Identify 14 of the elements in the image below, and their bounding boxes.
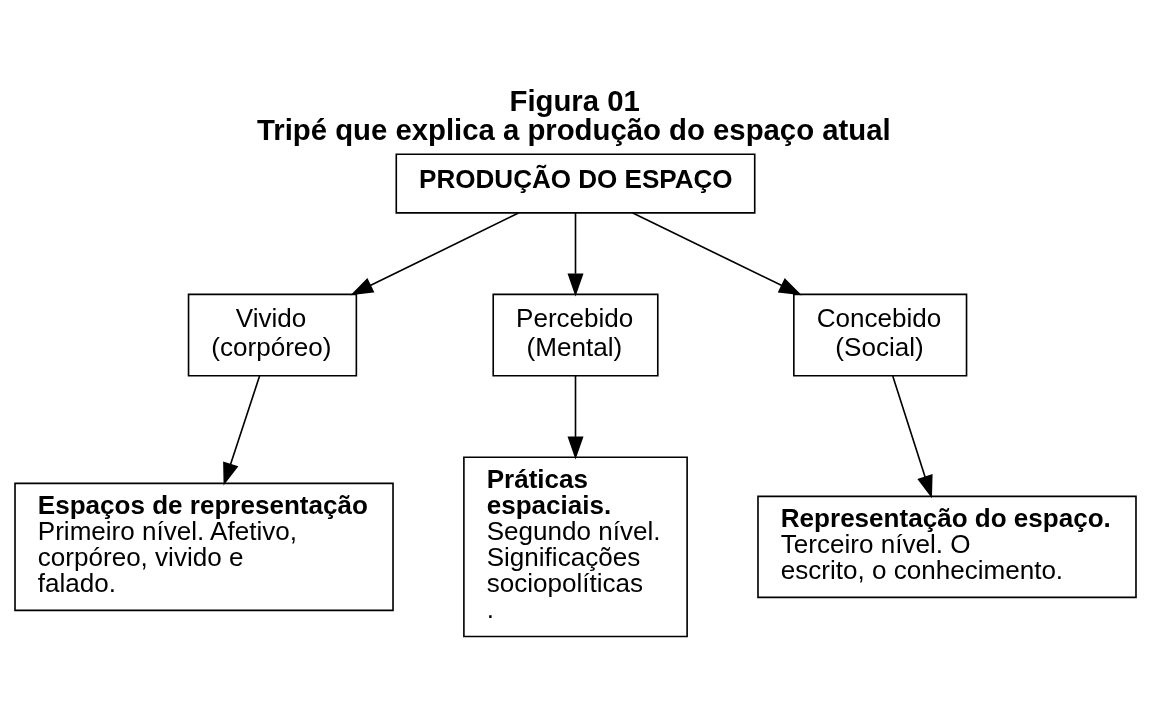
node-box: Práticas espaciais. Segundo nível. Significações sociopolíticas. (463, 456, 688, 638)
arrow (350, 212, 520, 296)
node-box: Espaços de representação Primeiro nível. Afetivo, corpóreo, vivido e falado. (14, 482, 394, 612)
node-box: PRODUÇÃO DO ESPAÇO (395, 153, 756, 214)
arrow (891, 375, 933, 499)
node-box: Vivido (corpóreo) (187, 293, 358, 377)
node-box: Concebido (Social) (793, 293, 968, 377)
arrow (567, 212, 584, 297)
node-box: Representação do espaço. Terceiro nível. O escrito, o conhecimento. (757, 495, 1137, 599)
arrow (223, 375, 261, 486)
arrow (632, 212, 802, 296)
node-box: Percebido (Mental) (492, 293, 659, 377)
arrow (567, 375, 584, 460)
diagram-title: Figura 01 (509, 83, 640, 117)
